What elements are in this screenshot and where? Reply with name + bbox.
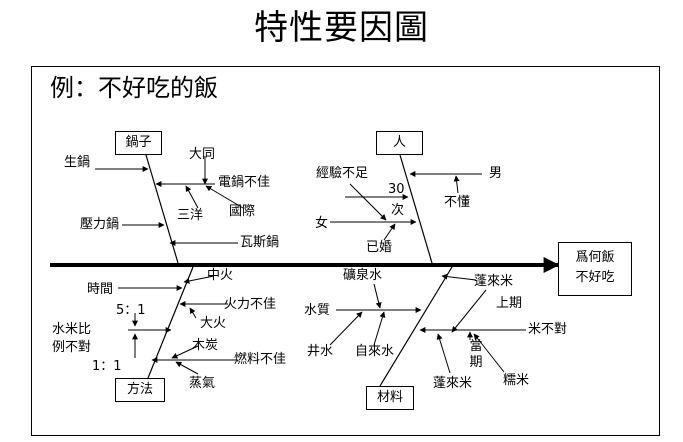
label-married: 已婚 [366,240,393,255]
effect-line-2: 不好吃 [575,270,615,285]
category-box-material: 材料 [366,386,414,410]
label-ratio-1-1: 1：1 [92,359,122,374]
label-sanyo: 三洋 [177,208,204,223]
label-water-rice-ratio-2: 例不對 [52,340,92,355]
label-water-rice-ratio-1: 水米比 [52,322,92,337]
diagram-frame [31,66,660,436]
label-current-season: 當期 [469,339,483,370]
label-penglai-rice-top: 蓬來米 [474,274,514,289]
label-tap-water: 自來水 [355,344,395,359]
category-box-method: 方法 [115,378,165,402]
label-well-water: 井水 [307,344,334,359]
label-rice-cooker-bad: 電鍋不佳 [218,175,271,190]
category-box-person: 人 [376,131,423,155]
label-rice-wrong: 米不對 [528,322,568,337]
label-mineral-water: 礦泉水 [343,268,383,283]
label-datong: 大同 [189,147,216,162]
label-previous-season: 上期 [496,296,523,311]
label-penglai-rice-bottom: 蓬來米 [433,376,473,391]
label-ratio-5-1: 5：1 [116,303,146,318]
label-time: 時間 [87,282,114,297]
label-no-understand: 不懂 [444,195,471,210]
label-fire-bad: 火力不佳 [224,297,277,312]
label-count-30: 30 [388,182,405,197]
label-fuel-bad: 燃料不佳 [234,352,287,367]
label-times: 次 [391,203,405,218]
effect-line-1: 爲何飯 [575,250,615,265]
label-lack-experience: 經驗不足 [316,166,369,181]
diagram-subtitle: 例：不好吃的飯 [50,74,218,102]
label-raw-pot: 生鍋 [64,155,91,170]
bone-method [147,266,194,379]
label-water-quality: 水質 [304,303,331,318]
label-glutinous-rice: 糯米 [503,373,530,388]
label-female: 女 [315,216,329,231]
label-medium-fire: 中火 [207,268,234,283]
page-title: 特性要因圖 [254,8,429,48]
label-charcoal: 木炭 [192,338,219,353]
effect-box: 爲何飯 不好吃 [558,242,632,296]
label-steam: 蒸氣 [189,376,216,391]
bone-pot [145,154,179,264]
label-gas-cooker: 瓦斯鍋 [240,235,280,250]
label-male: 男 [489,166,503,181]
bone-person [399,154,433,264]
label-big-fire: 大火 [200,316,227,331]
label-kokusai: 國際 [229,204,256,219]
bone-material [379,266,453,387]
category-box-pot: 鍋子 [115,131,162,155]
label-pressure-cooker: 壓力鍋 [80,217,120,232]
